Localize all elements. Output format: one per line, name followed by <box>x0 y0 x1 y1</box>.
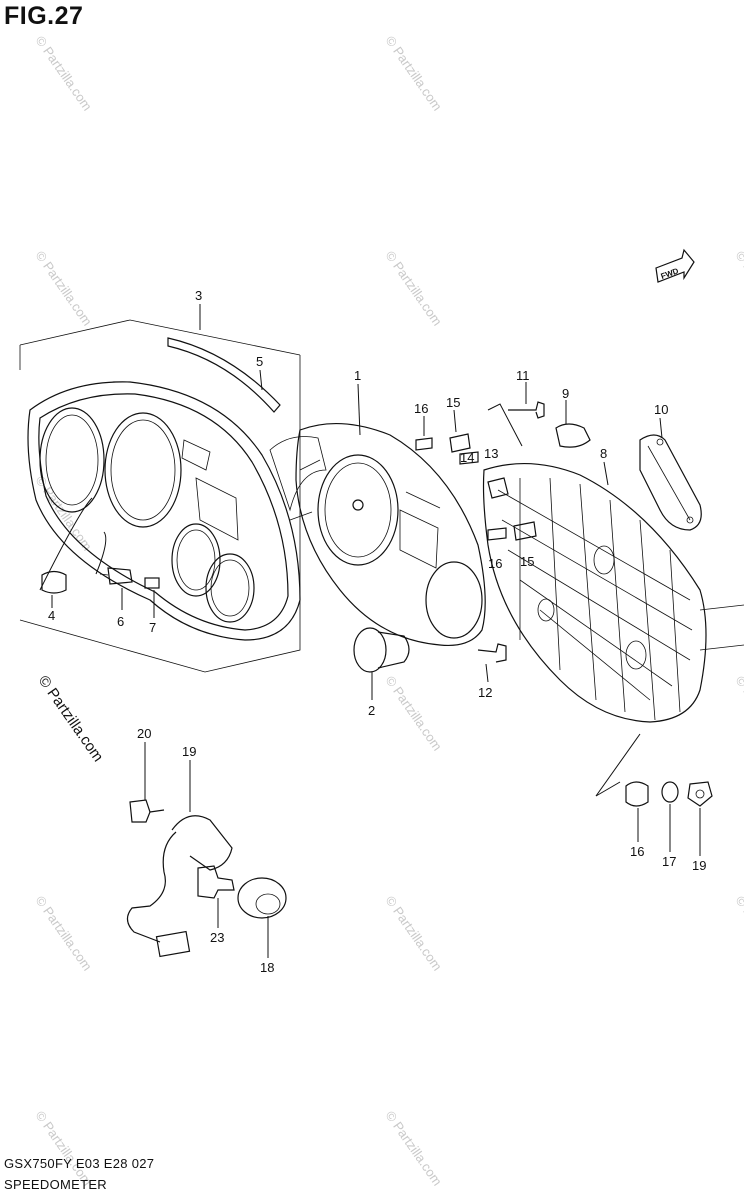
callout-3: 3 <box>195 288 202 303</box>
callout-13: 13 <box>484 446 498 461</box>
callout-12: 12 <box>478 685 492 700</box>
callout-16-bottom: 16 <box>488 556 502 571</box>
part-3-visor-frame <box>19 319 301 673</box>
callout-9: 9 <box>562 386 569 401</box>
callout-21: 19 <box>182 744 196 759</box>
callout-10: 10 <box>654 402 668 417</box>
callout-16-top: 16 <box>414 401 428 416</box>
callout-22: 20 <box>137 726 151 741</box>
callout-7: 7 <box>149 620 156 635</box>
callout-labels: 3 5 1 11 9 10 16 15 14 13 8 16 15 4 6 7 … <box>48 288 706 975</box>
part-10-bracket <box>639 434 702 531</box>
watermark-text: © Partzilla.com <box>733 248 744 328</box>
watermark-corner-text: © Partzilla.com <box>35 673 107 766</box>
watermark-text: © Partzilla.com <box>733 893 744 973</box>
watermark-text: © Partzilla.com <box>33 893 96 973</box>
watermark-text: © Partzilla.com <box>383 33 446 113</box>
watermark-text: © Partzilla.com <box>383 248 446 328</box>
callout-18: 16 <box>630 844 644 859</box>
watermark-text: © Partzilla.com <box>733 673 744 753</box>
part-1-meter-assembly <box>269 423 486 647</box>
watermark-text: © Partzilla.com <box>33 248 96 328</box>
callout-15-top: 15 <box>446 395 460 410</box>
callout-20: 18 <box>260 960 274 975</box>
watermark-text: © Partzilla.com <box>383 673 446 753</box>
model-code: GSX750FY E03 E28 027 <box>4 1156 155 1171</box>
section-name: SPEEDOMETER <box>4 1177 107 1192</box>
figure-title: FIG.27 <box>4 2 84 30</box>
callout-5: 5 <box>256 354 263 369</box>
meter-case-lens <box>27 381 301 641</box>
watermark-text: © Partzilla.com <box>33 33 96 113</box>
callout-6: 6 <box>117 614 124 629</box>
leader-lines <box>39 304 701 958</box>
part-8-meter-housing <box>482 462 744 723</box>
watermark-text: © Partzilla.com <box>383 893 446 973</box>
callout-23: 23 <box>210 930 224 945</box>
callout-8: 8 <box>600 446 607 461</box>
callout-11: 11 <box>516 368 530 383</box>
forward-arrow-icon: FWD <box>655 248 695 283</box>
callout-1: 1 <box>354 368 361 383</box>
callout-2: 2 <box>368 703 375 718</box>
callout-14: 14 <box>460 450 474 465</box>
watermark-layer: © Partzilla.com © Partzilla.com © Partzi… <box>33 33 744 1188</box>
callout-4: 4 <box>48 608 55 623</box>
watermark-text: © Partzilla.com <box>383 1108 446 1188</box>
small-parts <box>41 401 713 958</box>
forward-marker-label: FWD <box>660 266 680 281</box>
callout-15-bottom: 15 <box>520 554 534 569</box>
callout-19: 19 <box>692 858 706 873</box>
callout-17: 17 <box>662 854 676 869</box>
